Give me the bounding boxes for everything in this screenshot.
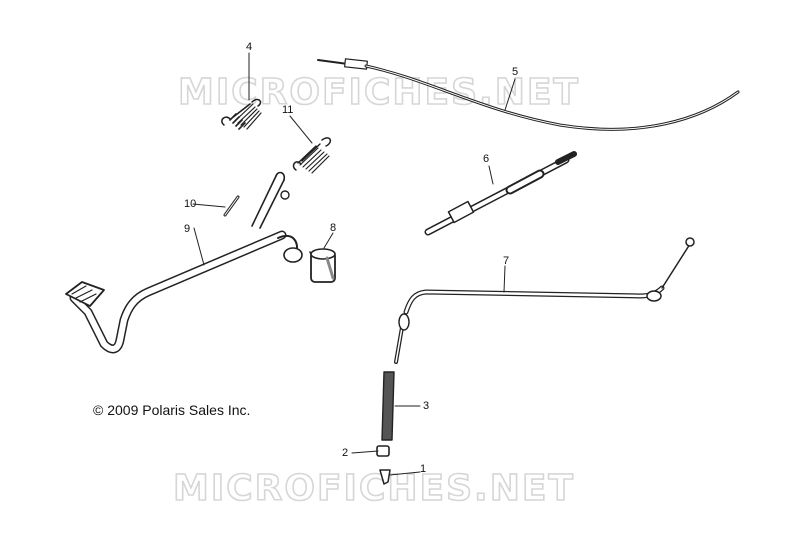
part-8-bushing: [309, 248, 336, 283]
callout-labels: 1 2 3 4 5 6 7 8 9 10 11: [184, 41, 518, 475]
callout-4: 4: [246, 41, 252, 53]
callout-7: 7: [503, 255, 509, 267]
part-2-ferrule: [376, 445, 390, 457]
callout-2: 2: [342, 447, 348, 459]
callout-1: 1: [420, 463, 426, 475]
leader-lines: [192, 52, 516, 476]
callout-10: 10: [184, 198, 196, 210]
part-7-rod: [394, 237, 695, 364]
part-4-spring: [221, 98, 262, 130]
copyright-text: © 2009 Polaris Sales Inc.: [93, 402, 251, 418]
callout-11: 11: [282, 104, 293, 116]
watermark-bottom: MICROFICHES.NET: [173, 468, 575, 509]
part-9-pedal: [65, 171, 303, 354]
part-10-pin: [223, 195, 240, 217]
callout-5: 5: [512, 66, 518, 78]
callout-6: 6: [483, 153, 489, 165]
part-6-rod: [424, 151, 577, 236]
watermark-top: MICROFICHES.NET: [178, 72, 580, 113]
part-11-spring: [292, 137, 332, 174]
part-3-boot: [381, 371, 395, 441]
part-5-cable: [317, 58, 740, 131]
part-1-nut: [379, 469, 391, 485]
callout-8: 8: [330, 222, 336, 234]
callout-9: 9: [184, 223, 190, 235]
callout-3: 3: [423, 400, 429, 412]
